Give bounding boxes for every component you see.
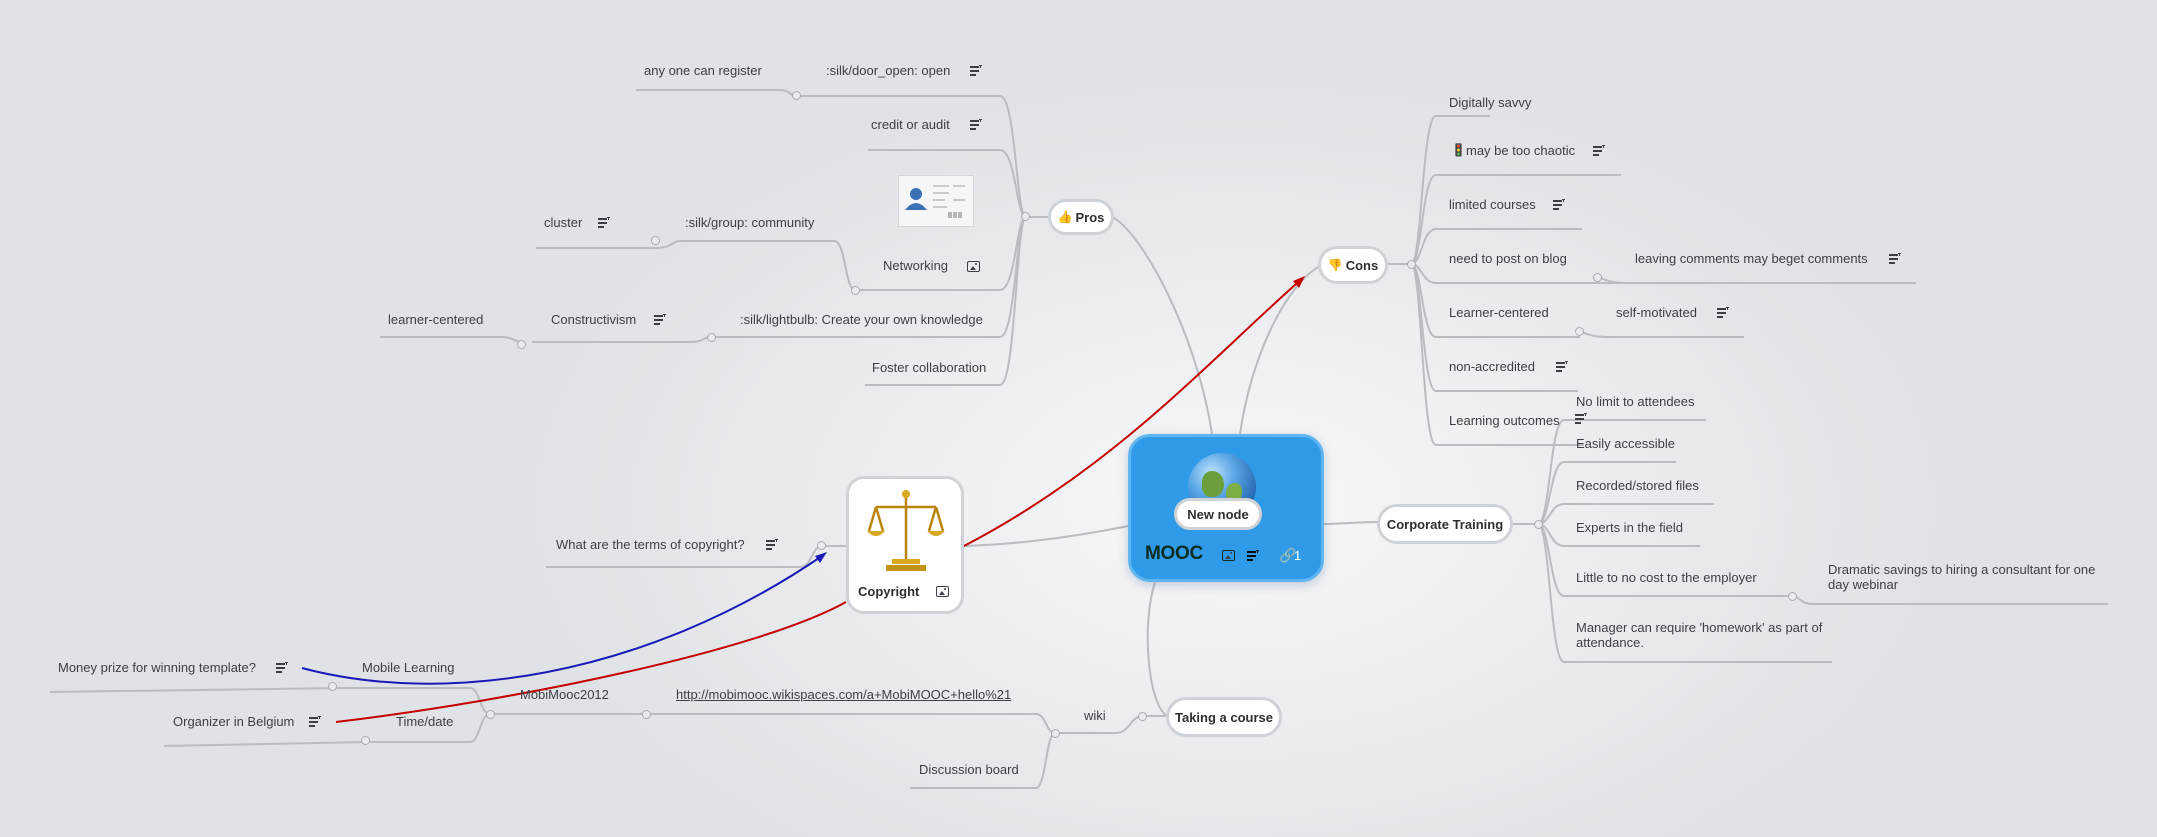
time-date-topic[interactable]: Time/date bbox=[396, 714, 454, 729]
mobile-learning-topic[interactable]: Mobile Learning bbox=[362, 660, 455, 675]
cons-label: Cons bbox=[1345, 257, 1379, 273]
post-on-blog-topic[interactable]: need to post on blog bbox=[1449, 251, 1567, 266]
junction-dot[interactable] bbox=[1407, 260, 1416, 269]
register-topic[interactable]: any one can register bbox=[644, 63, 762, 78]
image-icon[interactable] bbox=[967, 261, 980, 272]
note-icon[interactable] bbox=[276, 662, 288, 673]
junction-dot[interactable] bbox=[1575, 327, 1584, 336]
junction-dot[interactable] bbox=[1593, 273, 1602, 282]
junction-dot[interactable] bbox=[1788, 592, 1797, 601]
community-topic[interactable]: :silk/group: community bbox=[685, 215, 815, 230]
junction-dot[interactable] bbox=[707, 333, 716, 342]
organizer-topic[interactable]: Organizer in Belgium bbox=[173, 714, 295, 729]
copyright-label: Copyright bbox=[858, 584, 920, 599]
networking-topic[interactable]: Networking bbox=[883, 258, 949, 273]
junction-dot[interactable] bbox=[328, 682, 337, 691]
junction-dot[interactable] bbox=[792, 91, 801, 100]
note-icon[interactable] bbox=[1889, 253, 1901, 264]
note-icon[interactable] bbox=[766, 539, 778, 550]
note-icon[interactable] bbox=[1247, 550, 1259, 561]
credit-audit-topic[interactable]: credit or audit bbox=[871, 117, 950, 132]
junction-dot[interactable] bbox=[486, 710, 495, 719]
discussion-board-topic[interactable]: Discussion board bbox=[919, 762, 1019, 777]
money-prize-topic[interactable]: Money prize for winning template? bbox=[58, 660, 256, 675]
note-icon[interactable] bbox=[598, 217, 610, 228]
traffic-light-icon: 🚦 bbox=[1451, 143, 1466, 157]
cluster-topic[interactable]: cluster bbox=[544, 215, 583, 230]
corporate-training-label: Corporate Training bbox=[1386, 516, 1504, 532]
thumbs-down-icon: 👎 bbox=[1327, 258, 1343, 272]
note-icon[interactable] bbox=[1575, 413, 1587, 424]
note-icon[interactable] bbox=[1556, 361, 1568, 372]
pros-label: Pros bbox=[1075, 209, 1105, 225]
central-topic-title[interactable]: MOOC bbox=[1145, 543, 1203, 564]
no-limit-topic[interactable]: No limit to attendees bbox=[1576, 394, 1695, 409]
new-node-label[interactable]: New node bbox=[1174, 498, 1262, 530]
non-accredited-topic[interactable]: non-accredited bbox=[1449, 359, 1535, 374]
learning-outcomes-topic[interactable]: Learning outcomes bbox=[1449, 413, 1560, 428]
low-cost-topic[interactable]: Little to no cost to the employer bbox=[1576, 570, 1757, 585]
note-icon[interactable] bbox=[309, 716, 321, 727]
business-card-image bbox=[898, 175, 974, 227]
junction-dot[interactable] bbox=[817, 541, 826, 550]
junction-dot[interactable] bbox=[1051, 729, 1060, 738]
note-icon[interactable] bbox=[1717, 307, 1729, 318]
easily-accessible-topic[interactable]: Easily accessible bbox=[1576, 436, 1675, 451]
image-icon[interactable] bbox=[1222, 550, 1235, 561]
note-icon[interactable] bbox=[970, 65, 982, 76]
note-icon[interactable] bbox=[1553, 199, 1565, 210]
wiki-topic[interactable]: wiki bbox=[1084, 708, 1106, 723]
foster-collaboration-topic[interactable]: Foster collaboration bbox=[872, 360, 987, 375]
thumbs-up-icon: 👍 bbox=[1057, 210, 1073, 224]
too-chaotic-topic[interactable]: may be too chaotic bbox=[1466, 143, 1576, 158]
link-icon[interactable]: 🔗 bbox=[1279, 547, 1297, 563]
note-icon[interactable] bbox=[654, 314, 666, 325]
create-knowledge-topic[interactable]: :silk/lightbulb: Create your own knowled… bbox=[740, 312, 983, 327]
junction-dot[interactable] bbox=[651, 236, 660, 245]
central-topic-node[interactable]: New node MOOC 🔗 1 bbox=[1128, 434, 1324, 582]
pros-topic[interactable]: 👍 Pros bbox=[1048, 199, 1114, 235]
copyright-topic[interactable]: Copyright bbox=[846, 476, 964, 614]
mobimooc-url-link[interactable]: http://mobimooc.wikispaces.com/a+MobiMOO… bbox=[676, 687, 1012, 702]
scales-of-justice-image bbox=[867, 490, 945, 571]
leaving-comments-topic[interactable]: leaving comments may beget comments bbox=[1635, 251, 1868, 266]
image-icon[interactable] bbox=[936, 586, 949, 597]
taking-a-course-topic[interactable]: Taking a course bbox=[1166, 697, 1282, 737]
cons-topic[interactable]: 👎 Cons bbox=[1318, 246, 1388, 284]
junction-dot[interactable] bbox=[361, 736, 370, 745]
homework-topic[interactable]: Manager can require 'homework' as part o… bbox=[1576, 620, 1823, 650]
mobimooc2012-topic[interactable]: MobiMooc2012 bbox=[520, 687, 609, 702]
note-icon[interactable] bbox=[1593, 145, 1605, 156]
learner-centered-topic[interactable]: learner-centered bbox=[388, 312, 484, 327]
junction-dot[interactable] bbox=[642, 710, 651, 719]
junction-dot[interactable] bbox=[1138, 712, 1147, 721]
learner-centered-con-topic[interactable]: Learner-centered bbox=[1449, 305, 1549, 320]
corporate-training-topic[interactable]: Corporate Training bbox=[1377, 504, 1513, 544]
pros-open-topic[interactable]: :silk/door_open: open bbox=[826, 63, 951, 78]
dramatic-savings-topic[interactable]: Dramatic savings to hiring a consultant … bbox=[1828, 562, 2096, 592]
copyright-terms-topic[interactable]: What are the terms of copyright? bbox=[556, 537, 745, 552]
digitally-savvy-topic[interactable]: Digitally savvy bbox=[1449, 95, 1532, 110]
link-count: 1 bbox=[1294, 548, 1302, 563]
junction-dot[interactable] bbox=[851, 286, 860, 295]
experts-topic[interactable]: Experts in the field bbox=[1576, 520, 1683, 535]
junction-dot[interactable] bbox=[1534, 520, 1543, 529]
junction-dot[interactable] bbox=[517, 340, 526, 349]
taking-a-course-label: Taking a course bbox=[1174, 709, 1273, 725]
constructivism-topic[interactable]: Constructivism bbox=[551, 312, 637, 327]
junction-dot[interactable] bbox=[1021, 212, 1030, 221]
self-motivated-topic[interactable]: self-motivated bbox=[1616, 305, 1697, 320]
limited-courses-topic[interactable]: limited courses bbox=[1449, 197, 1536, 212]
note-icon[interactable] bbox=[970, 119, 982, 130]
recorded-files-topic[interactable]: Recorded/stored files bbox=[1576, 478, 1699, 493]
